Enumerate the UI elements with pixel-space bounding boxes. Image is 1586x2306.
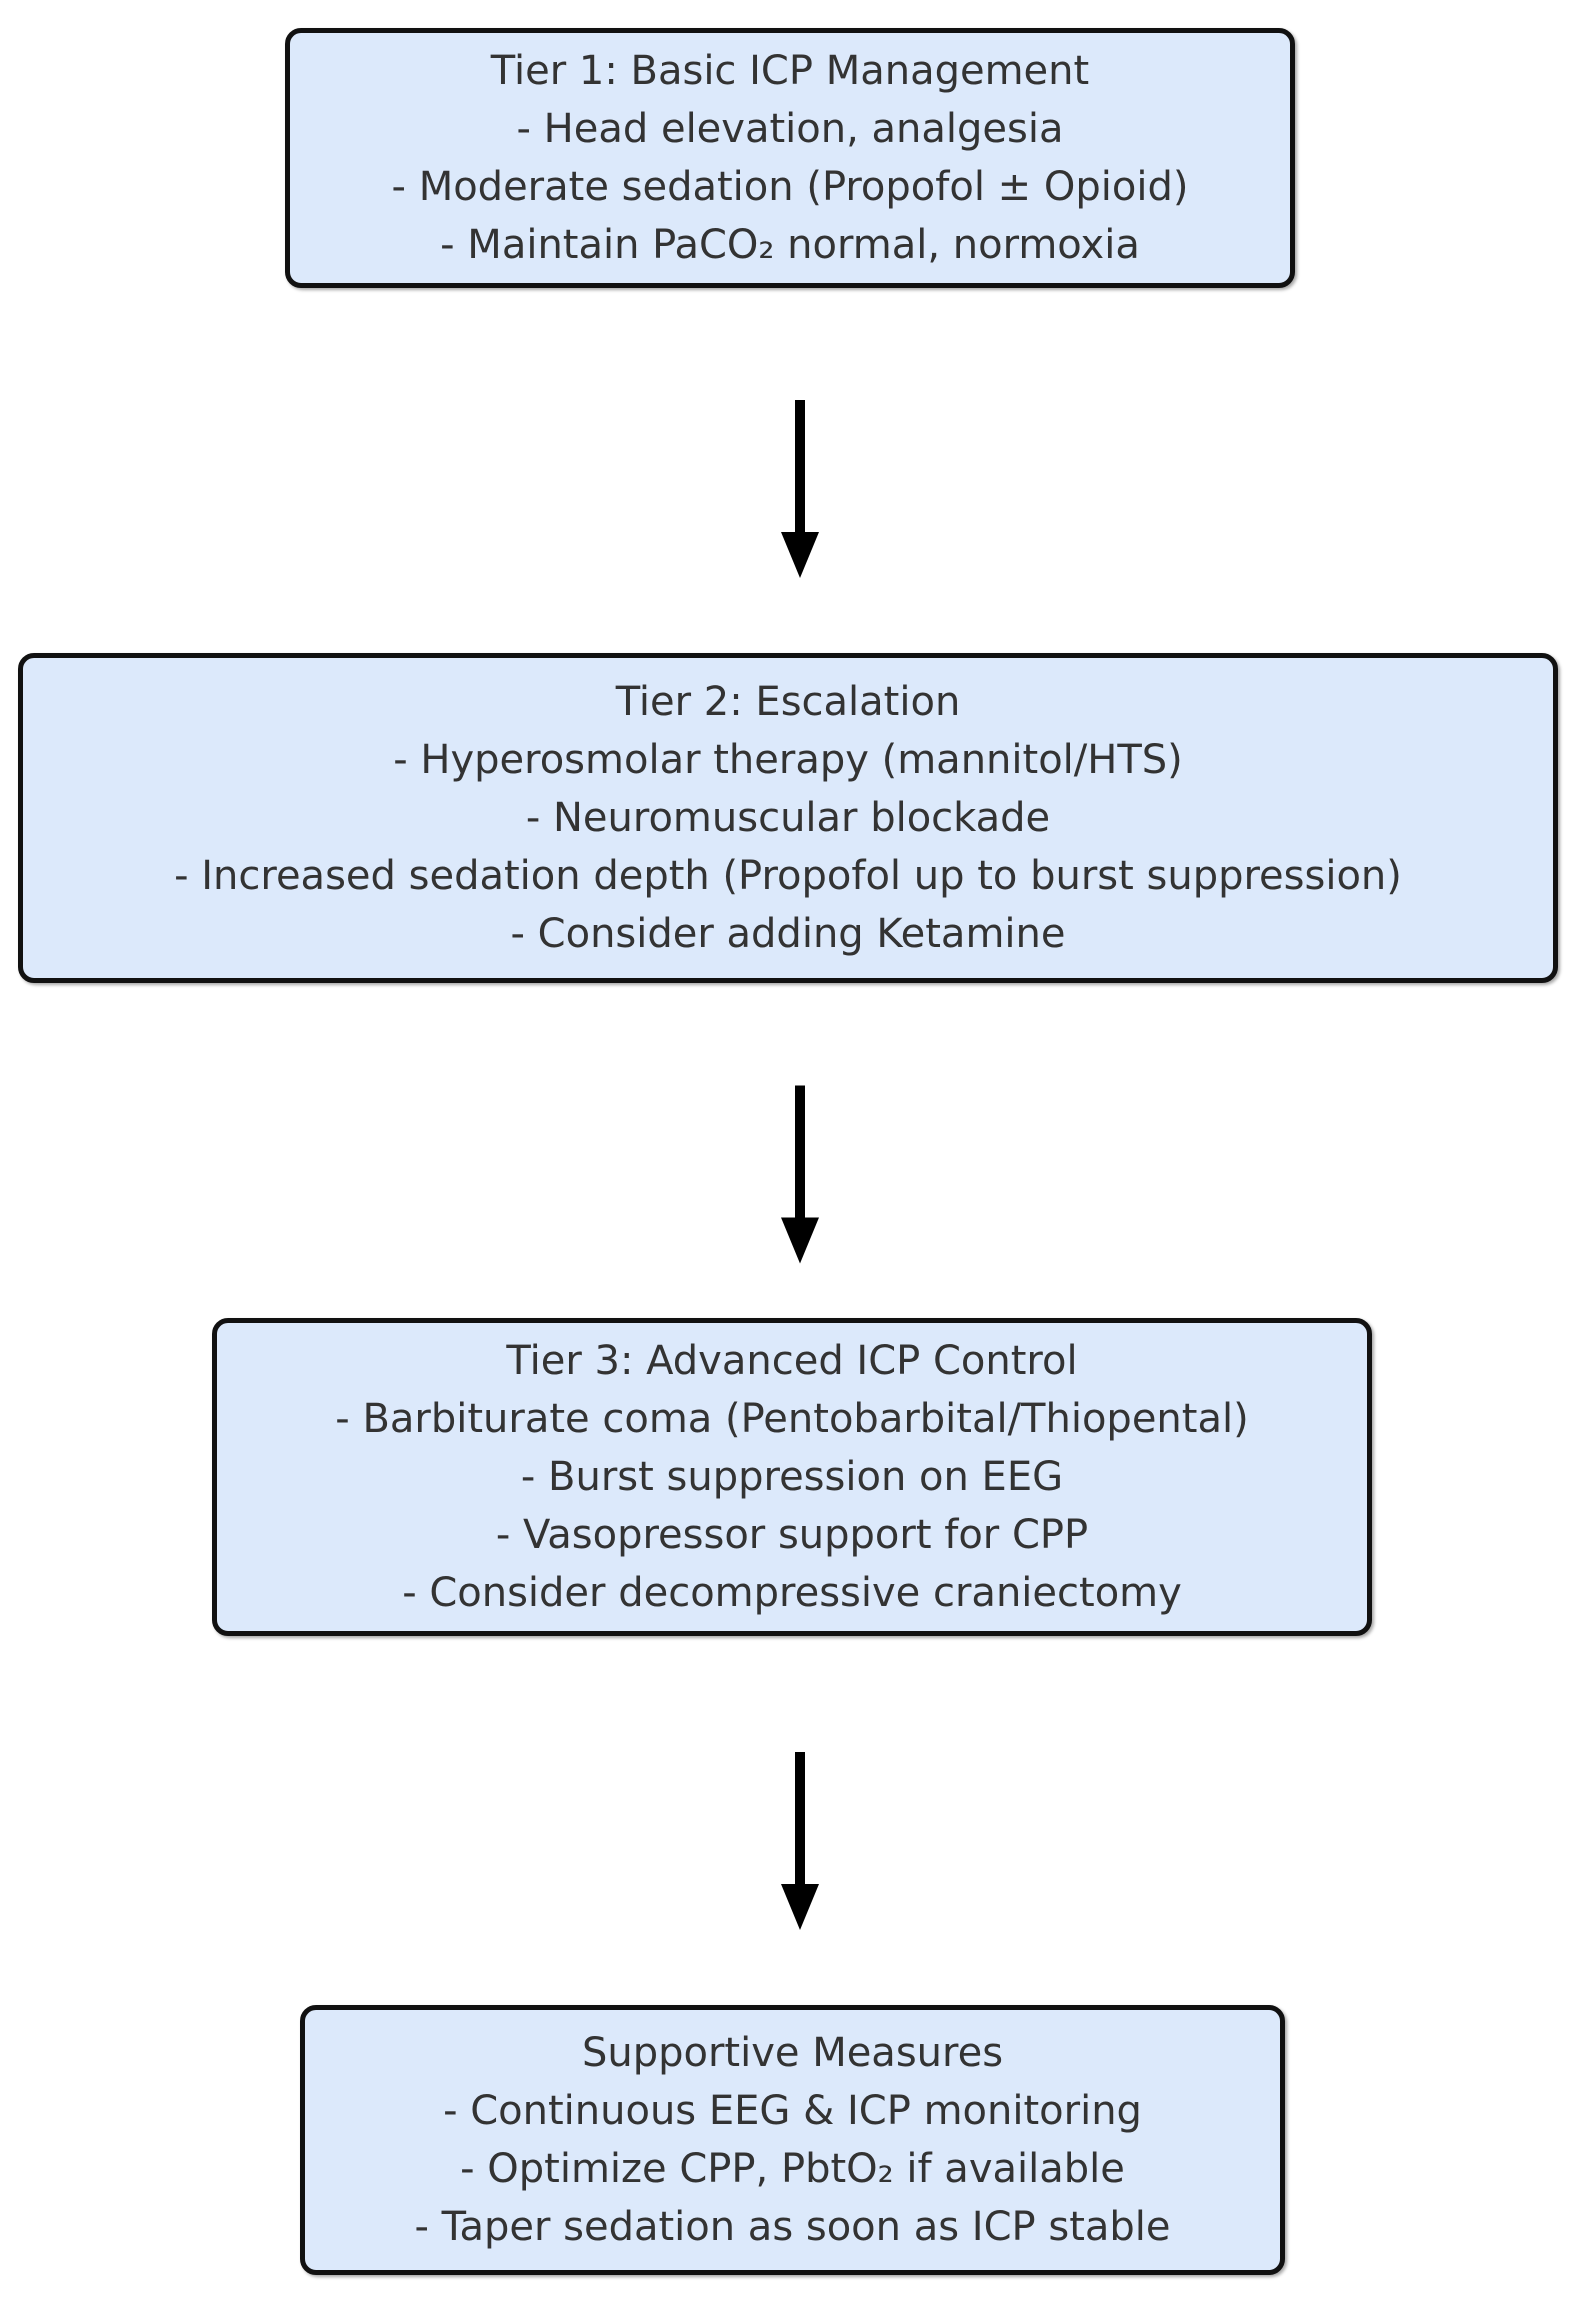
node-item: - Consider adding Ketamine — [510, 911, 1066, 957]
node-item: - Continuous EEG & ICP monitoring — [443, 2088, 1142, 2134]
node-item: - Head elevation, analgesia — [516, 106, 1064, 152]
node-title: Supportive Measures — [581, 2030, 1004, 2076]
node-item: - Maintain PaCO₂ normal, normoxia — [440, 222, 1140, 268]
down-arrow-tier3-to-supportive — [778, 1750, 822, 1930]
node-item: - Burst suppression on EEG — [520, 1454, 1064, 1500]
node-title: Tier 2: Escalation — [615, 679, 961, 725]
down-arrow-icon — [781, 1752, 819, 1930]
node-item: - Neuromuscular blockade — [525, 795, 1051, 841]
node-item: - Moderate sedation (Propofol ± Opioid) — [391, 164, 1189, 210]
down-arrow-icon — [781, 400, 819, 578]
node-tier1-basic-icp-management: Tier 1: Basic ICP Management - Head elev… — [285, 28, 1295, 288]
down-arrow-tier1-to-tier2 — [778, 398, 822, 578]
node-item: - Optimize CPP, PbtO₂ if available — [460, 2146, 1125, 2192]
node-tier3-advanced-icp-control: Tier 3: Advanced ICP Control - Barbitura… — [212, 1318, 1372, 1636]
node-supportive-measures: Supportive Measures - Continuous EEG & I… — [300, 2005, 1285, 2275]
node-tier2-escalation: Tier 2: Escalation - Hyperosmolar therap… — [18, 653, 1558, 983]
node-item: - Vasopressor support for CPP — [495, 1512, 1089, 1558]
node-item: - Barbiturate coma (Pentobarbital/Thiope… — [335, 1396, 1249, 1442]
down-arrow-icon — [781, 1085, 819, 1264]
node-item: - Increased sedation depth (Propofol up … — [174, 853, 1402, 899]
node-item: - Taper sedation as soon as ICP stable — [414, 2204, 1171, 2250]
node-item: - Hyperosmolar therapy (mannitol/HTS) — [393, 737, 1183, 783]
node-title: Tier 3: Advanced ICP Control — [506, 1338, 1078, 1384]
node-item: - Consider decompressive craniectomy — [402, 1570, 1182, 1616]
down-arrow-tier2-to-tier3 — [778, 1082, 822, 1265]
node-title: Tier 1: Basic ICP Management — [490, 48, 1090, 94]
